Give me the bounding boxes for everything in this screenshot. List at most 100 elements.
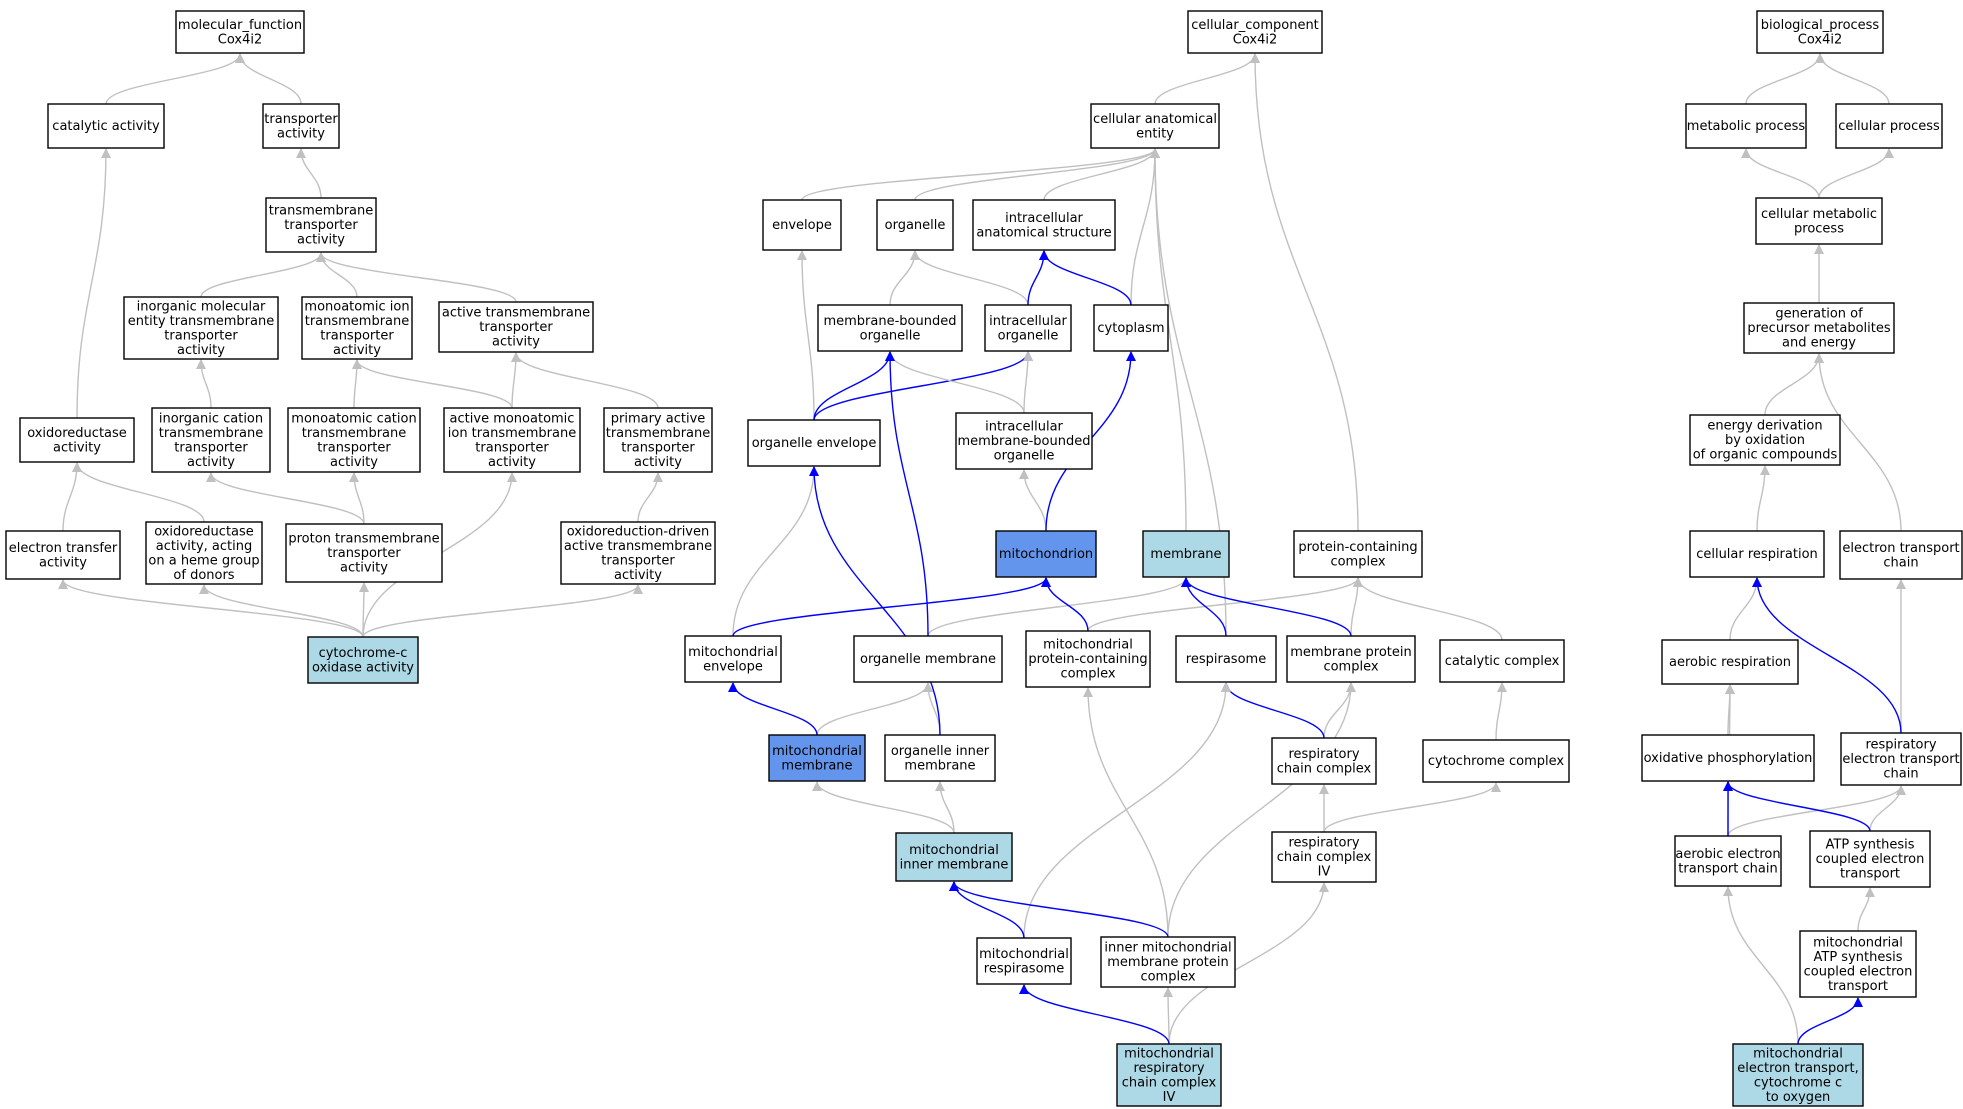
node-box [1090, 103, 1220, 149]
node-label-line: chain complex [1277, 850, 1372, 865]
edge-is_a-etchain-to-genprec [1814, 353, 1902, 532]
edge-is_a-respiv-to-cytcomplex [1323, 782, 1501, 833]
edge-part_of-mitorespiv-to-mitoresp [1019, 984, 1170, 1045]
node-label-line: membrane-bounded [957, 434, 1090, 449]
edge-line-is_a [1745, 53, 1825, 105]
node-label-line: mitochondrial [1813, 935, 1903, 950]
edge-part_of-cytoplasm-to-intracas [1039, 250, 1132, 306]
edge-line-part_of [1019, 984, 1170, 1045]
edge-is_a-mitoprot-to-protcont [1087, 577, 1363, 632]
node-label-line: respiratory [1288, 836, 1359, 851]
node-label-line: Cox4i2 [1233, 32, 1277, 47]
node-label-line: aerobic respiration [1669, 655, 1791, 670]
node-label-line: IV [1318, 865, 1331, 880]
edge-part_of-orgenv-to-membound [813, 351, 895, 421]
node-label-line: and energy [1782, 336, 1856, 351]
node-box [1093, 304, 1169, 352]
edge-is_a-intraorg-to-organelle [910, 250, 1029, 306]
node-label-line: cellular_component [1191, 18, 1319, 33]
node-label-line: cytochrome-c [319, 646, 408, 661]
node-monoatomic-ion-transmembrane-transporter-activity: monoatomic iontransmembranetransporterac… [301, 296, 413, 360]
node-label-line: membrane-bounded [823, 314, 956, 329]
node-label-line: active monoatomic [450, 411, 575, 426]
node-label-line: mitochondrial [1753, 1046, 1843, 1061]
edge-line-is_a [1756, 465, 1770, 532]
node-label-line: inorganic molecular [137, 299, 266, 314]
node-mitochondrion: mitochondrion [995, 530, 1097, 578]
node-box [1286, 635, 1416, 683]
edge-line-is_a [105, 53, 245, 105]
edge-is_a-cytcox-to-etransfer [58, 579, 364, 638]
edge-line-is_a [732, 466, 819, 637]
node-box [151, 407, 271, 473]
edge-is_a-protcont-to-cc [1250, 53, 1359, 532]
node-box [684, 635, 782, 683]
edge-line-is_a [511, 352, 659, 409]
node-label-line: by oxidation [1725, 433, 1805, 448]
node-box [560, 521, 716, 585]
node-label-line: envelope [772, 218, 832, 233]
node-label-line: organelle [885, 218, 946, 233]
node-box [438, 301, 594, 353]
node-box [19, 417, 135, 463]
node-label-line: activity [614, 568, 662, 583]
edge-is_a-protontm-to-monocat [349, 472, 365, 525]
node-label-line: electron transport [1842, 752, 1959, 767]
edge-part_of-memprot-to-membrane [1181, 577, 1352, 637]
node-label-line: respiratory [1865, 738, 1936, 753]
node-box [1835, 103, 1943, 149]
edge-is_a-activemono-to-activetm [510, 352, 521, 409]
edge-line-is_a [797, 250, 815, 421]
node-label-line: inorganic cation [159, 411, 263, 426]
edge-line-part_of [1221, 682, 1325, 739]
node-box [1689, 530, 1825, 578]
node-label-line: electron transport [1842, 541, 1959, 556]
edge-line-is_a [885, 351, 1025, 414]
node-label-line: activity [488, 455, 536, 470]
node-label-line: transporter [284, 218, 358, 233]
edge-line-is_a [199, 584, 364, 638]
node-label-line: intracellular [985, 420, 1063, 435]
node-label-line: primary active [611, 411, 706, 426]
node-label-line: mitochondrial [979, 947, 1069, 962]
edge-line-part_of [1039, 250, 1132, 306]
node-box [47, 103, 165, 149]
node-label-line: process [1794, 221, 1844, 236]
edge-is_a-membound-to-organelle [889, 250, 920, 306]
edge-is_a-intramemb-to-membound [885, 351, 1025, 414]
edge-line-is_a [935, 781, 955, 834]
node-box [1100, 936, 1236, 988]
node-box [307, 636, 419, 684]
node-label-line: metabolic process [1687, 119, 1806, 134]
node-label-line: monoatomic cation [291, 411, 416, 426]
node-box [984, 304, 1072, 352]
node-box [1732, 1043, 1864, 1107]
node-label-line: transport [1840, 867, 1900, 882]
node-box [1439, 639, 1565, 683]
edge-line-is_a [1495, 682, 1507, 741]
node-label-line: transporter [320, 328, 394, 343]
edge-is_a-mitoet-to-aeret [1723, 886, 1799, 1045]
node-label-line: mitochondrial [772, 744, 862, 759]
edge-is_a-mitorespiv-to-innermitoprot [1163, 987, 1174, 1045]
edge-is_a-cae-to-cc [1154, 53, 1260, 105]
node-cellular-respiration: cellular respiration [1689, 530, 1825, 578]
edge-line-is_a [1857, 887, 1875, 932]
edge-line-part_of [728, 682, 818, 736]
edge-line-is_a [1818, 148, 1894, 199]
node-label-line: activity [277, 126, 325, 141]
node-label-line: protein-containing [1298, 540, 1417, 555]
edge-part_of-innermitoprot-to-mitoinner [949, 881, 1169, 938]
node-label-line: intracellular [1005, 211, 1083, 226]
edge-line-part_of [1027, 250, 1049, 306]
node-label-line: activity [53, 440, 101, 455]
node-box [1756, 10, 1884, 54]
node-label-line: membrane [781, 758, 852, 773]
node-label-line: anatomical structure [976, 225, 1111, 240]
edge-line-is_a [72, 462, 205, 523]
